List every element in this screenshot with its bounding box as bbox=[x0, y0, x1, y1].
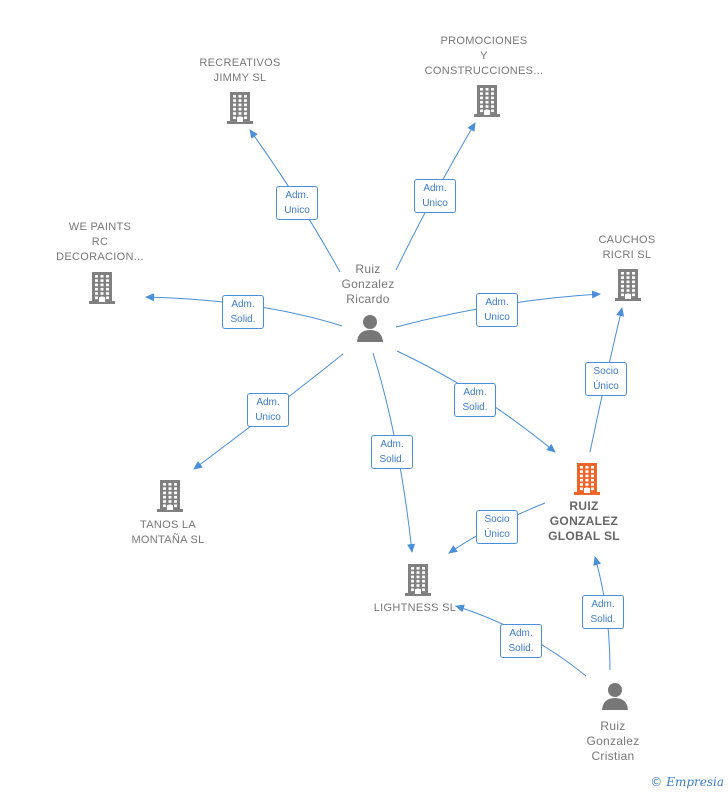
node-label-cristian[interactable]: Ruiz Gonzalez Cristian bbox=[586, 719, 640, 763]
edge-label-ricardo-to-promociones[interactable]: Adm. Unico bbox=[414, 179, 456, 213]
building-icon-cauchos[interactable] bbox=[613, 268, 643, 307]
edge-label-global-to-cauchos[interactable]: Socio Único bbox=[585, 362, 627, 396]
node-label-promociones[interactable]: PROMOCIONES Y CONSTRUCCIONES... bbox=[424, 35, 544, 77]
building-icon-global[interactable] bbox=[572, 462, 602, 501]
building-icon-recreativos[interactable] bbox=[225, 91, 255, 130]
node-label-recreativos[interactable]: RECREATIVOS JIMMY SL bbox=[199, 57, 281, 84]
edge-label-cristian-to-lightness[interactable]: Adm. Solid. bbox=[500, 624, 542, 658]
edge-label-global-to-lightness[interactable]: Socio Único bbox=[476, 510, 518, 544]
person-icon-ricardo[interactable] bbox=[355, 313, 385, 348]
node-label-cauchos[interactable]: CAUCHOS RICRI SL bbox=[598, 234, 656, 261]
edge-label-ricardo-to-recreativos[interactable]: Adm. Unico bbox=[276, 186, 318, 220]
edge-label-cristian-to-global[interactable]: Adm. Solid. bbox=[582, 595, 624, 629]
node-label-wepaints[interactable]: WE PAINTS RC DECORACION... bbox=[56, 221, 144, 263]
edge-label-ricardo-to-tanos[interactable]: Adm. Unico bbox=[247, 393, 289, 427]
building-icon-wepaints[interactable] bbox=[87, 271, 117, 310]
node-label-ricardo[interactable]: Ruiz Gonzalez Ricardo bbox=[341, 262, 395, 306]
node-label-tanos[interactable]: TANOS LA MONTAÑA SL bbox=[131, 519, 205, 546]
person-icon-cristian[interactable] bbox=[600, 681, 630, 716]
building-icon-tanos[interactable] bbox=[155, 479, 185, 518]
node-label-global[interactable]: RUIZ GONZALEZ GLOBAL SL bbox=[548, 499, 620, 543]
copyright-symbol: © bbox=[650, 775, 663, 789]
node-label-lightness[interactable]: LIGHTNESS SL bbox=[373, 602, 457, 614]
edge-label-ricardo-to-global[interactable]: Adm. Solid. bbox=[454, 383, 496, 417]
building-icon-lightness[interactable] bbox=[403, 563, 433, 602]
edge-label-ricardo-to-lightness[interactable]: Adm. Solid. bbox=[371, 435, 413, 469]
brand-watermark: ©Empresia bbox=[650, 775, 724, 789]
edge-label-ricardo-to-wepaints[interactable]: Adm. Solid. bbox=[222, 295, 264, 329]
edge-label-ricardo-to-cauchos[interactable]: Adm. Unico bbox=[476, 293, 518, 327]
brand-name: Empresia bbox=[666, 775, 724, 789]
building-icon-promociones[interactable] bbox=[472, 84, 502, 123]
